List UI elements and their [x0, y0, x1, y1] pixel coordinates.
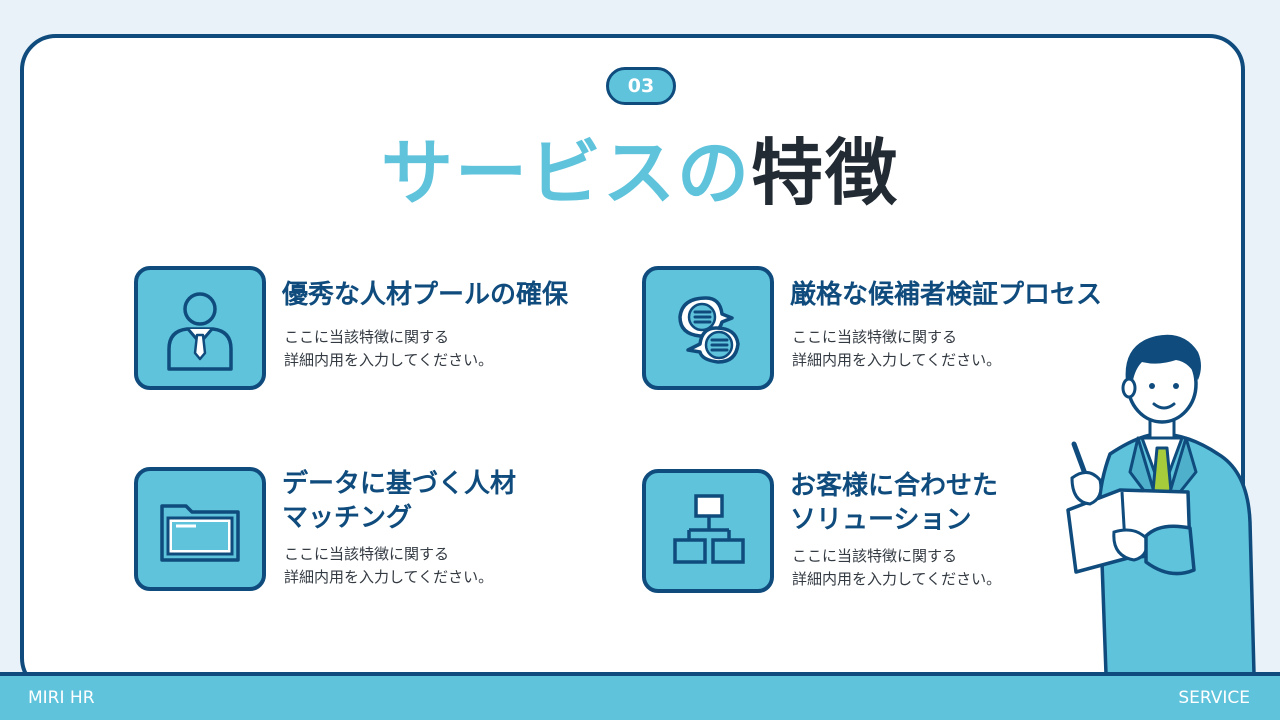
feature-icon-box [642, 469, 774, 593]
footer-section-label: SERVICE [1178, 688, 1250, 708]
feature-title: お客様に合わせた ソリューション [790, 471, 999, 535]
folder-icon [160, 504, 240, 562]
feature-item: 厳格な候補者検証プロセス ここに当該特徴に関する 詳細内用を入力してください。 [642, 266, 1142, 392]
feature-description: ここに当該特徴に関する 詳細内用を入力してください。 [284, 545, 494, 586]
feature-title: 厳格な候補者検証プロセス [790, 280, 1103, 310]
feature-title: データに基づく人材 マッチング [282, 469, 517, 533]
footer-bar: MIRI HR SERVICE [0, 672, 1280, 720]
footer-company-name: MIRI HR [28, 688, 95, 708]
feature-icon-box [642, 266, 774, 390]
feature-item: お客様に合わせた ソリューション ここに当該特徴に関する 詳細内用を入力してくだ… [642, 469, 1142, 595]
businessman-illustration [1066, 334, 1256, 674]
feature-icon-box [134, 467, 266, 591]
business-person-icon [167, 292, 233, 371]
feature-item: 優秀な人材プールの確保 ここに当該特徴に関する 詳細内用を入力してください。 [134, 266, 614, 392]
feature-icon-box [134, 266, 266, 390]
feature-description: ここに当該特徴に関する 詳細内用を入力してください。 [792, 328, 1002, 369]
feature-item: データに基づく人材 マッチング ここに当該特徴に関する 詳細内用を入力してくださ… [134, 467, 614, 593]
feature-description: ここに当該特徴に関する 詳細内用を入力してください。 [792, 547, 1002, 588]
feature-description: ここに当該特徴に関する 詳細内用を入力してください。 [284, 328, 494, 369]
chat-bubbles-icon [678, 296, 740, 364]
page-title: サービスの特徴 [0, 128, 1280, 218]
feature-title: 優秀な人材プールの確保 [282, 280, 569, 310]
title-accent: サービスの [380, 131, 751, 215]
title-dark: 特徴 [751, 131, 900, 215]
org-chart-icon [673, 494, 745, 564]
section-number-badge: 03 [606, 67, 676, 105]
